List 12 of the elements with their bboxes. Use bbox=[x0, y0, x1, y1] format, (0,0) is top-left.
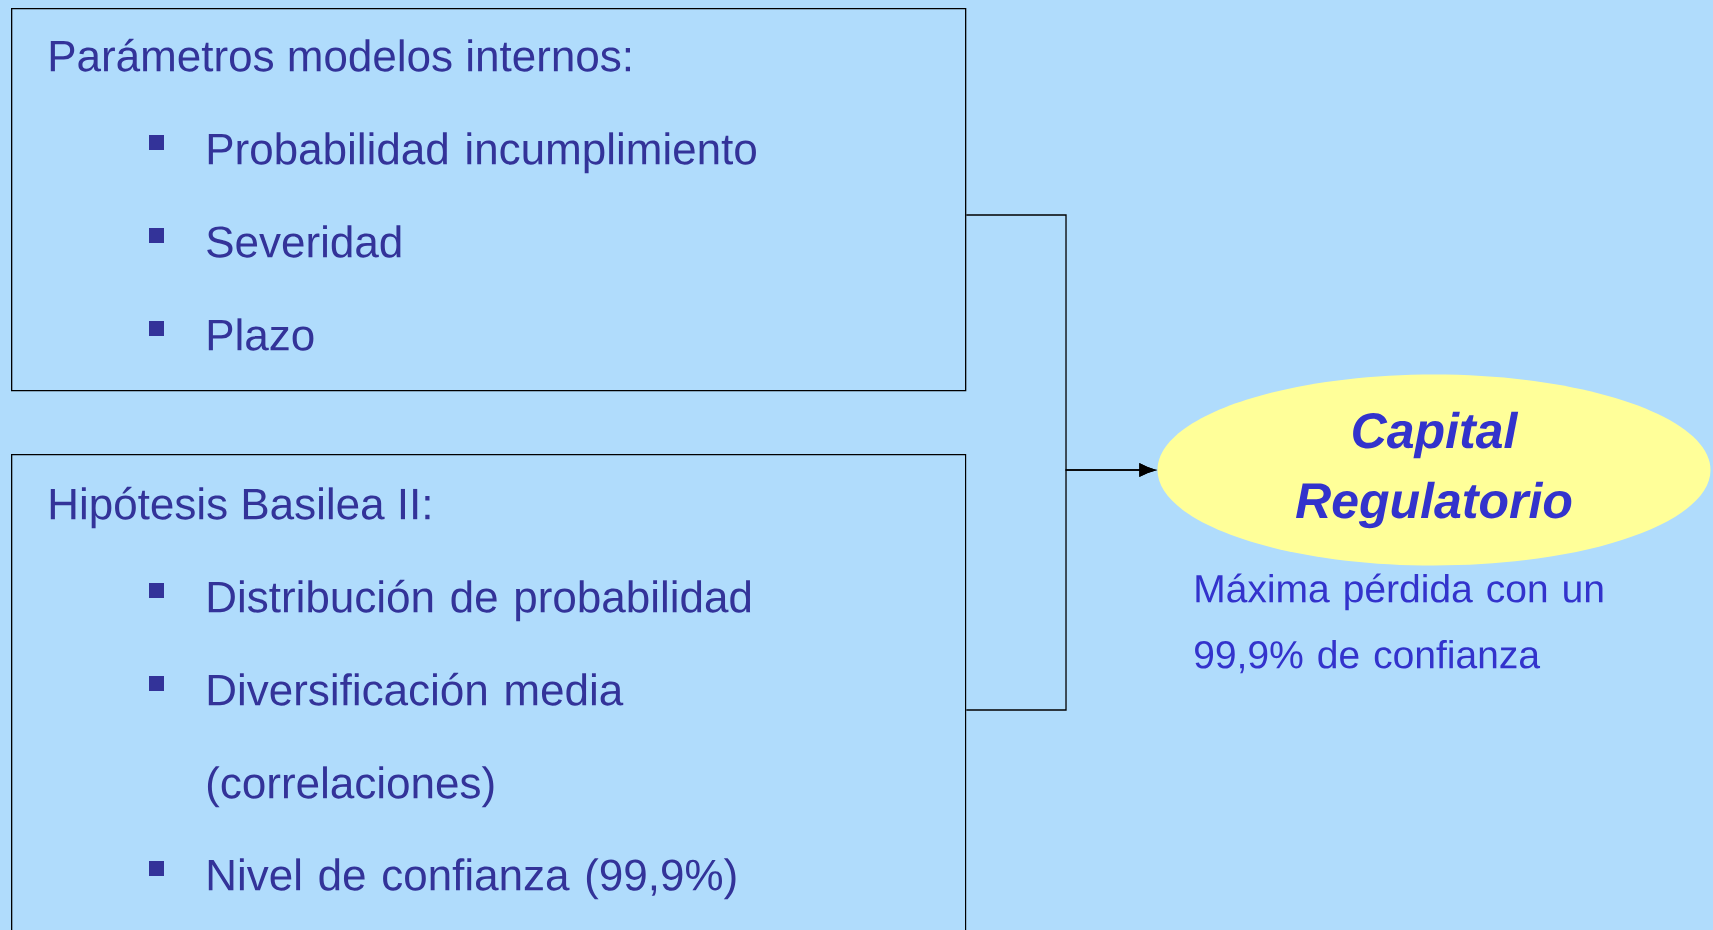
bullet-item: Distribución de probabilidad bbox=[208, 579, 751, 622]
bullet-item: Diversificación media (correlaciones) bbox=[207, 672, 624, 808]
caption-text: Máxima pérdida con un 99,9% de confianza bbox=[1195, 573, 1603, 674]
bullet-item: Probabilidad incumplimiento bbox=[208, 132, 756, 174]
box-heading: Parámetros modelos internos: bbox=[50, 38, 630, 72]
box-heading: Hipótesis Basilea II: bbox=[50, 486, 430, 529]
bullet-item: Plazo bbox=[208, 318, 314, 351]
bullet-item: Severidad bbox=[207, 225, 401, 258]
connector-arrow bbox=[965, 463, 1156, 711]
text-box bbox=[11, 454, 967, 930]
text-box bbox=[11, 8, 967, 392]
bullet-item: Nivel de confianza (99,9%) bbox=[208, 858, 736, 900]
